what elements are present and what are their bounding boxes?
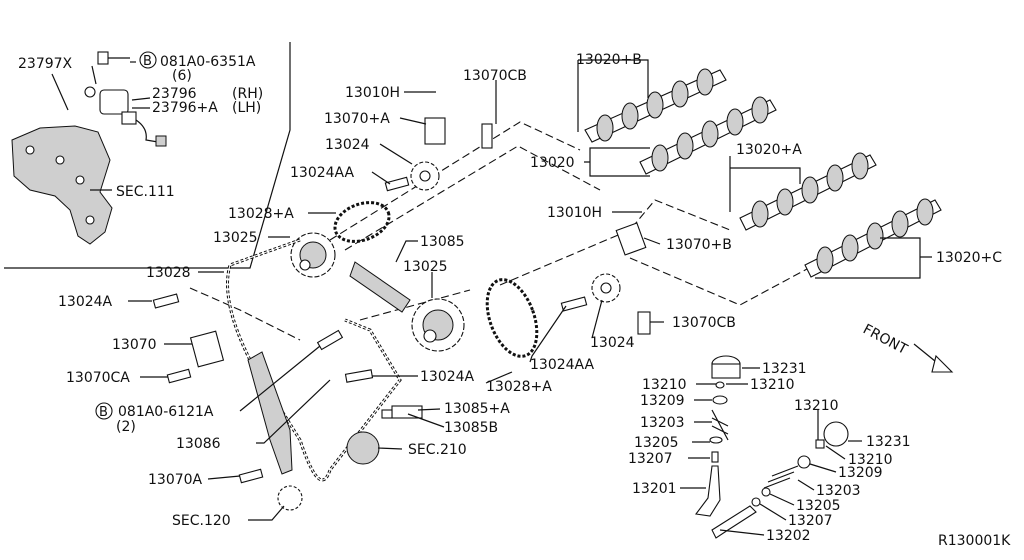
leader-lines: [128, 59, 932, 536]
label-13028a-top: 13028+A: [228, 206, 294, 222]
inset-border: [4, 42, 291, 269]
label-sec210: SEC.210: [408, 442, 467, 458]
label-13085: 13085: [420, 234, 465, 250]
label-13020: 13020: [530, 155, 575, 171]
label-23796: 23796: [152, 86, 197, 102]
label-13207-right: 13207: [788, 513, 833, 529]
label-13203-left: 13203: [640, 415, 685, 431]
label-13020b: 13020+B: [576, 52, 642, 68]
label-sec111: SEC.111: [116, 184, 175, 200]
label-13210-a: 13210: [642, 377, 687, 393]
label-13024aa-right: 13024AA: [530, 357, 595, 373]
secondary-chain-13028a-top: [333, 201, 391, 243]
label-bolt-qty: (6): [172, 68, 192, 84]
camshaft-sensor-icon: [84, 86, 167, 147]
bolts: [152, 123, 651, 484]
label-13070a-top: 13070+A: [324, 111, 390, 127]
label-13070cb-top: 13070CB: [463, 68, 527, 84]
label-bolt-spec-2: 081A0-6121A: [118, 404, 214, 420]
b-circle-mark: [139, 51, 157, 69]
valve-parts-left: [695, 355, 741, 517]
reference-code: R130001K: [938, 533, 1011, 549]
b-circle-mark-2: [95, 402, 113, 420]
label-13085a: 13085+A: [444, 401, 510, 417]
label-13028: 13028: [146, 265, 191, 281]
b-mark-text-2: B: [99, 405, 108, 420]
label-13020c: 13020+C: [936, 250, 1002, 266]
slack-guide-13086: [247, 351, 293, 475]
label-13020a: 13020+A: [736, 142, 802, 158]
label-lh: (LH): [232, 100, 261, 116]
label-13086: 13086: [176, 436, 221, 452]
label-23797x: 23797X: [18, 56, 73, 72]
label-13025-left: 13025: [213, 230, 258, 246]
label-rh: (RH): [232, 86, 263, 102]
valve-timing-solenoid-top: [424, 117, 446, 145]
label-bolt-qty-2: (2): [116, 419, 136, 435]
label-13210-b: 13210: [750, 377, 795, 393]
tensioner-13070: [189, 330, 225, 368]
inset-panel: 23797X B 081A0-6351A (6) 23796 (RH) 2379…: [4, 42, 291, 269]
label-13085b: 13085B: [444, 420, 498, 436]
label-13070: 13070: [112, 337, 157, 353]
label-13210-right2: 13210: [848, 452, 893, 468]
label-13070ca: 13070CA: [66, 370, 130, 386]
label-13209-left: 13209: [640, 393, 685, 409]
valve-timing-solenoid-right: [615, 222, 647, 256]
sec210-pump: [346, 431, 380, 465]
camshaft-13020c: [804, 198, 942, 278]
chain-tensioner-13085a: [391, 405, 423, 419]
camshaft-13020b: [584, 68, 727, 143]
label-13070a: 13070A: [148, 472, 203, 488]
tensioner-13085: [349, 261, 411, 313]
sprocket-13025-mid: [411, 298, 465, 352]
part-labels: 13020+B 13070CB 13010H 13070+A 13024 130…: [58, 52, 1011, 549]
label-13207-left: 13207: [628, 451, 673, 467]
label-23796a: 23796+A: [152, 100, 218, 116]
camshaft-13020: [639, 96, 777, 175]
label-bolt-spec: 081A0-6351A: [160, 54, 256, 70]
label-13024-top: 13024: [325, 137, 370, 153]
label-13010h-top: 13010H: [345, 85, 400, 101]
label-13210-right: 13210: [794, 398, 839, 414]
label-13024a-mid: 13024A: [420, 369, 475, 385]
label-13070cb-right: 13070CB: [672, 315, 736, 331]
secondary-chain-13028a-bottom: [485, 278, 539, 358]
sprocket-13024-top: [410, 161, 440, 191]
label-13202: 13202: [766, 528, 811, 544]
label-13070b: 13070+B: [666, 237, 732, 253]
timing-cover-inset: [11, 125, 113, 245]
label-13231-right: 13231: [866, 434, 911, 450]
label-front: FRONT: [860, 321, 910, 358]
dashed-assembly-lines: [189, 121, 821, 341]
label-13010h-right: 13010H: [547, 205, 602, 221]
label-sec120: SEC.120: [172, 513, 231, 529]
label-13201: 13201: [632, 481, 677, 497]
label-13203-right: 13203: [816, 483, 861, 499]
label-13205-right: 13205: [796, 498, 841, 514]
label-13024-right: 13024: [590, 335, 635, 351]
label-13028a-bottom: 13028+A: [486, 379, 552, 395]
label-13024aa-top: 13024AA: [290, 165, 355, 181]
label-13209-right: 13209: [838, 465, 883, 481]
sec120-crank-sprocket: [277, 485, 303, 511]
front-arrow-icon: [913, 343, 954, 373]
label-13025-mid: 13025: [403, 259, 448, 275]
sprocket-13025-left: [290, 232, 336, 278]
camshaft-13020a: [739, 152, 877, 231]
label-13024a-left: 13024A: [58, 294, 113, 310]
label-13231-top: 13231: [762, 361, 807, 377]
b-mark-text: B: [143, 54, 152, 69]
sprocket-13024-right: [591, 273, 621, 303]
label-13205-left: 13205: [634, 435, 679, 451]
